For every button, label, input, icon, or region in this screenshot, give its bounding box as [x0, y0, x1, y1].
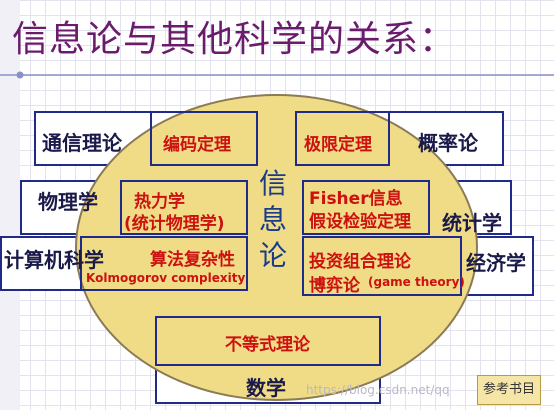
- label-thermodynamics: 热力学: [134, 192, 185, 212]
- inner-box-economics: [302, 236, 462, 296]
- label-statistical-physics: (统计物理学): [124, 214, 225, 234]
- center-char-1: 信: [258, 167, 287, 200]
- watermark-text: https://blog.csdn.net/qq: [306, 383, 450, 397]
- center-information-theory-label: 信 息 论: [258, 166, 288, 274]
- information-theory-ellipse: [75, 94, 478, 401]
- inner-box-communication: [150, 111, 258, 166]
- inner-box-probability: [295, 111, 390, 166]
- page-title: 信息论与其他科学的关系：: [12, 19, 457, 60]
- inner-box-physics: [120, 180, 248, 235]
- label-inequality-theory: 不等式理论: [225, 335, 310, 355]
- label-hypothesis-testing: 假设检验定理: [309, 212, 411, 232]
- label-communication-theory: 通信理论: [42, 131, 122, 155]
- center-char-2: 息: [258, 203, 287, 236]
- label-fisher-information: Fisher信息: [309, 189, 403, 209]
- label-economics: 经济学: [466, 251, 526, 275]
- label-probability-theory: 概率论: [418, 131, 478, 155]
- label-algorithmic-complexity: 算法复杂性: [150, 250, 235, 270]
- left-margin-band: [0, 0, 20, 410]
- label-kolmogorov-complexity: Kolmogorov complexity: [86, 271, 246, 285]
- inner-box-statistics: [302, 180, 430, 235]
- reference-books-button[interactable]: 参考书目: [477, 375, 541, 405]
- label-limit-theorem: 极限定理: [304, 135, 372, 155]
- label-mathematics: 数学: [246, 376, 286, 400]
- label-game-theory-english: (game theory): [368, 275, 465, 289]
- inner-box-computer: [80, 236, 248, 291]
- label-computer-science: 计算机科学: [4, 248, 104, 272]
- label-statistics: 统计学: [442, 211, 502, 235]
- inner-box-math: [155, 316, 381, 366]
- label-portfolio-theory: 投资组合理论: [309, 252, 411, 272]
- title-rule: [0, 71, 554, 79]
- center-char-3: 论: [258, 239, 287, 272]
- label-coding-theorem: 编码定理: [163, 135, 231, 155]
- label-game-theory: 博弈论: [309, 276, 360, 296]
- label-physics: 物理学: [38, 190, 98, 214]
